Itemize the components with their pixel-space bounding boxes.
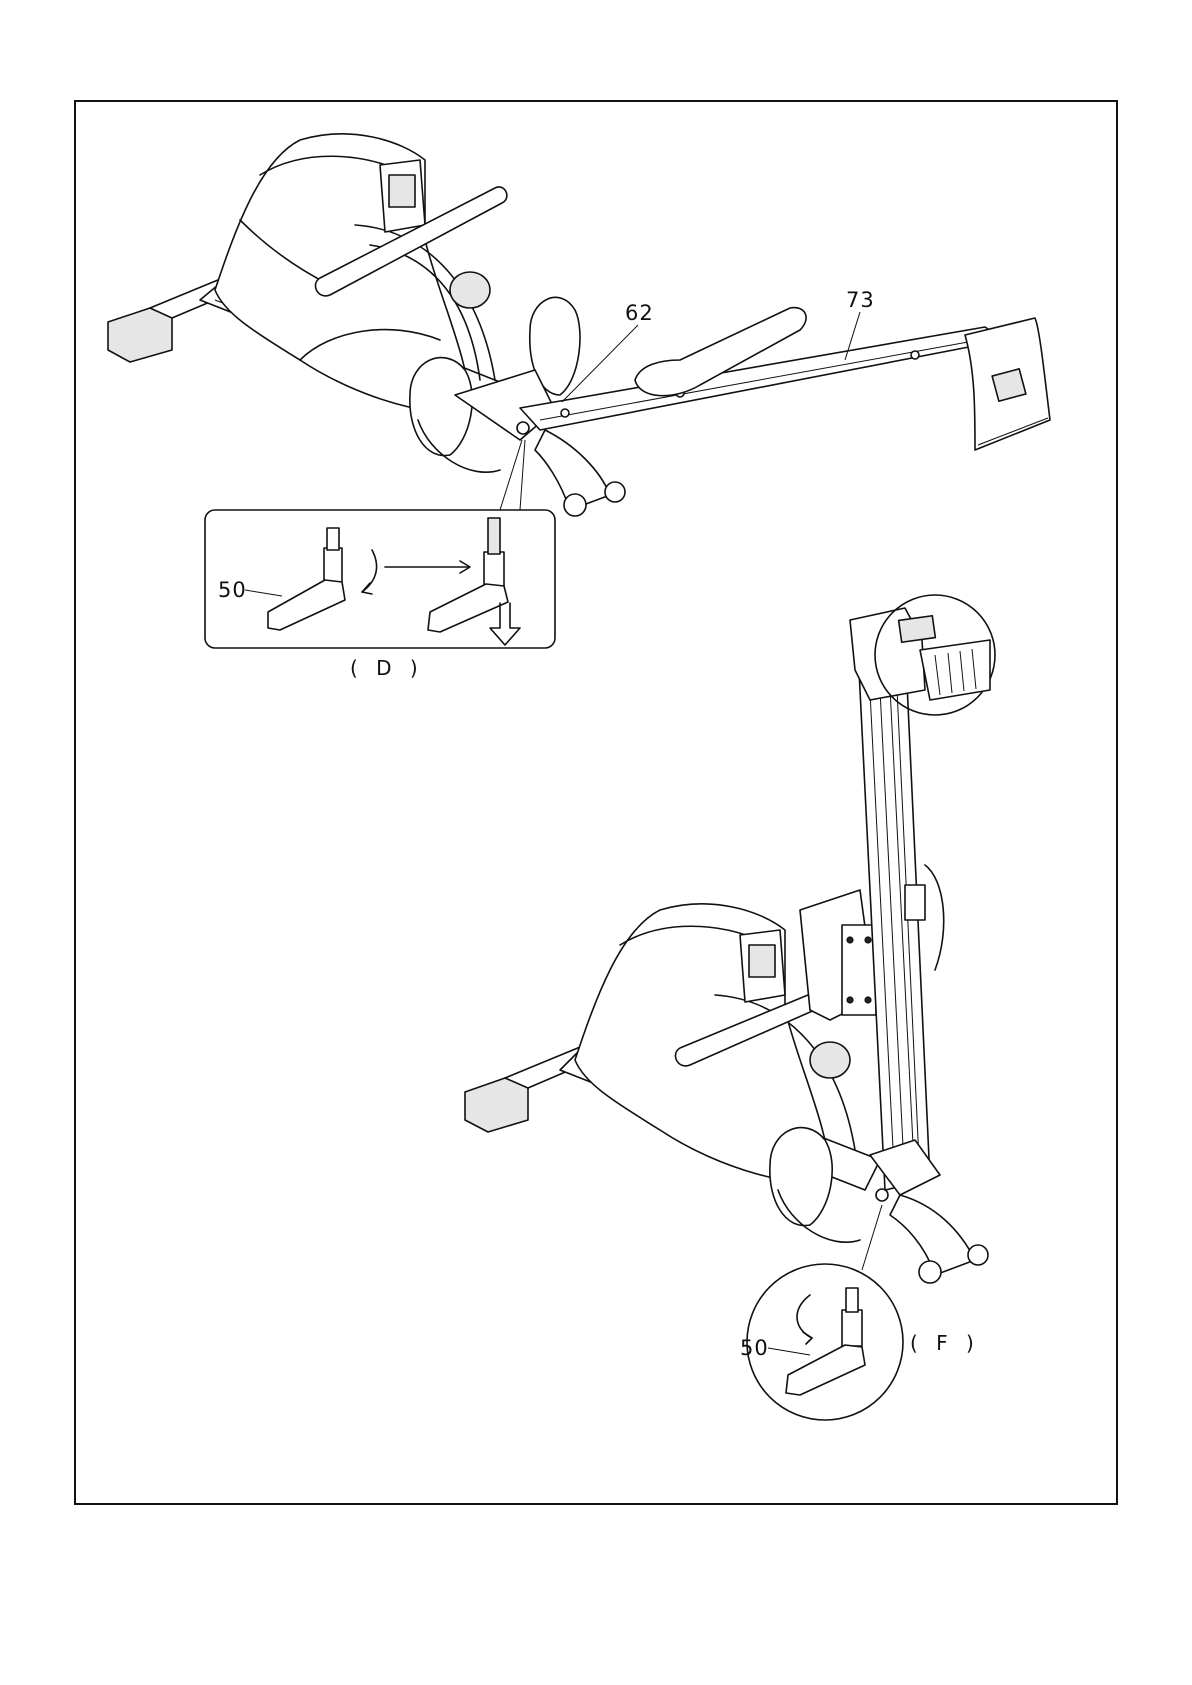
leader-50-d bbox=[245, 590, 282, 596]
tension-knob-bottom bbox=[810, 1042, 850, 1078]
roller-wheel-4 bbox=[968, 1245, 988, 1265]
hinge-bolt bbox=[847, 997, 853, 1003]
pin-knob-2 bbox=[484, 552, 504, 586]
pull-down-arrow bbox=[490, 603, 520, 645]
label-50-f: 50 bbox=[740, 1336, 769, 1360]
lever-1 bbox=[268, 580, 345, 630]
rotate-arrow-f bbox=[797, 1295, 812, 1338]
detail-d bbox=[205, 510, 555, 648]
console-screen-top bbox=[389, 175, 415, 207]
pedal-left-bottom bbox=[770, 1128, 832, 1226]
hinge-bolt bbox=[865, 997, 871, 1003]
end-cap-label-bottom bbox=[899, 616, 936, 643]
leader-detail-d bbox=[500, 440, 522, 510]
leader-detail-d-2 bbox=[520, 440, 525, 510]
label-73: 73 bbox=[846, 288, 875, 312]
hinge-bolt bbox=[865, 937, 871, 943]
hinge-bolt bbox=[847, 937, 853, 943]
detail-f-circle bbox=[747, 1264, 903, 1420]
bolt-bottom bbox=[876, 1189, 888, 1201]
rail-clip bbox=[905, 885, 925, 920]
pin-knob-1 bbox=[324, 548, 342, 582]
pin-tip-2 bbox=[488, 518, 500, 554]
pedal-left-top bbox=[410, 358, 472, 456]
pin-tip-3 bbox=[846, 1288, 858, 1312]
caption-f: ( F ) bbox=[910, 1331, 980, 1355]
rail-bolt bbox=[561, 409, 569, 417]
roller-wheel-2 bbox=[605, 482, 625, 502]
tension-knob-top bbox=[450, 272, 490, 308]
pin-tip-1 bbox=[327, 528, 339, 550]
rotate-arrow-d bbox=[362, 550, 377, 592]
label-50-d: 50 bbox=[218, 578, 247, 602]
rail-bolt bbox=[911, 351, 919, 359]
rear-foot-top bbox=[108, 308, 172, 362]
console-screen-bottom bbox=[749, 945, 775, 977]
front-cross-bottom bbox=[870, 1140, 940, 1195]
roller-wheel-1 bbox=[564, 494, 586, 516]
rower-unfolded bbox=[108, 134, 1050, 516]
end-cap-grip bbox=[920, 640, 990, 700]
roller-wheel-3 bbox=[919, 1261, 941, 1283]
bolt-top bbox=[517, 422, 529, 434]
pin-knob-3 bbox=[842, 1310, 862, 1346]
detail-f bbox=[747, 1264, 903, 1420]
label-62: 62 bbox=[625, 301, 654, 325]
lever-2 bbox=[428, 584, 508, 632]
rower-folded bbox=[465, 595, 995, 1283]
caption-d: ( D ) bbox=[350, 656, 424, 680]
leader-50-f bbox=[768, 1348, 810, 1355]
rear-foot-bottom bbox=[465, 1078, 528, 1132]
leader-detail-f bbox=[862, 1205, 882, 1270]
